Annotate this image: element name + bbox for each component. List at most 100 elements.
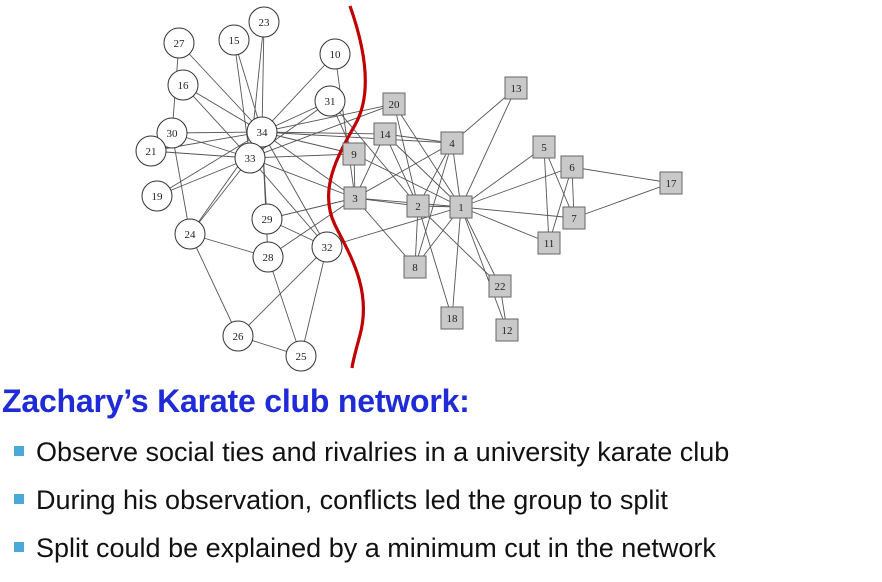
right-group-node: 8 [403,255,427,279]
right-group-node: 20 [382,92,406,116]
bullet-text: Split could be explained by a minimum cu… [36,533,716,563]
left-group-node: 30 [156,117,188,149]
network-edge [460,206,508,331]
network-edge [233,39,251,159]
node-label: 26 [233,331,245,343]
node-label: 20 [389,99,401,111]
node-label: 21 [146,146,157,158]
network-edge [189,233,239,337]
bullet-text: Observe social ties and rivalries in a u… [36,437,730,467]
node-square [504,76,528,100]
network-edge [393,103,419,207]
right-group-node: 5 [532,135,556,159]
node-label: 19 [152,191,164,203]
node-label: 8 [412,262,418,274]
left-group-node: 28 [252,241,284,273]
network-edge [460,206,550,244]
network-edge [261,131,453,144]
node-square [382,92,406,116]
node-circle [314,85,346,117]
node-square [659,171,683,195]
left-group-node: 27 [163,27,195,59]
bullet-item: Split could be explained by a minimum cu… [14,531,729,579]
node-label: 6 [569,162,575,174]
node-circle [174,218,206,250]
network-edge [393,103,462,208]
right-group-node: 14 [373,122,397,146]
node-label: 25 [296,351,308,363]
network-edge [334,53,356,199]
node-label: 34 [257,127,269,139]
node-label: 28 [263,252,275,264]
right-group-node: 17 [659,171,683,195]
bullet-text: During his observation, conflicts led th… [36,485,668,515]
node-label: 15 [229,35,241,47]
network-edge [249,153,355,159]
network-edge [354,142,453,199]
node-label: 32 [322,242,333,254]
right-group-node: 18 [440,306,464,330]
node-circle [246,116,278,148]
node-circle [311,231,343,263]
network-edge [460,87,517,208]
node-label: 23 [259,17,271,29]
node-circle [222,320,254,352]
network-edge [261,131,386,135]
left-group-node: 31 [314,85,346,117]
node-circle [163,27,195,59]
node-label: 11 [544,238,555,250]
node-label: 18 [447,313,459,325]
left-group-node: 10 [319,38,351,70]
left-group-node: 26 [222,320,254,352]
node-label: 22 [495,281,506,293]
node-circle [135,135,167,167]
node-label: 31 [325,96,336,108]
node-circle [218,24,250,56]
node-square [449,195,473,219]
left-group-node: 29 [251,203,283,235]
node-square [342,142,366,166]
bullet-list: Observe social ties and rivalries in a u… [14,435,729,579]
node-label: 9 [351,149,357,161]
network-edge [261,131,328,248]
node-label: 7 [571,213,577,225]
right-group-node: 13 [504,76,528,100]
network-edge [329,100,419,207]
network-edge [548,166,573,244]
network-edge [267,256,302,357]
right-group-node: 2 [406,194,430,218]
minimum-cut-line [326,5,367,369]
right-group-node: 12 [495,318,519,342]
node-circle [252,241,284,273]
bullet-square-icon [14,542,24,552]
node-label: 2 [415,201,421,213]
left-group-node: 32 [311,231,343,263]
node-label: 4 [449,138,455,150]
right-group-node: 4 [440,131,464,155]
right-group-node: 11 [537,231,561,255]
node-square [406,194,430,218]
node-circle [141,180,173,212]
network-edge [249,157,356,199]
right-group-node: 3 [343,186,367,210]
node-square [560,155,584,179]
node-label: 10 [330,49,342,61]
network-edge [261,131,355,155]
network-edge [384,133,462,208]
network-edge [543,146,575,219]
network-edge [261,131,356,199]
network-edge [189,157,251,235]
node-square [373,122,397,146]
left-group-node: 24 [174,218,206,250]
right-group-node: 7 [562,206,586,230]
network-edge [249,103,395,159]
node-label: 16 [178,80,190,92]
node-square [343,186,367,210]
left-group-node: 16 [167,69,199,101]
bullet-square-icon [14,494,24,504]
network-edge [571,166,672,184]
right-group-node: 1 [449,195,473,219]
network-edge [300,246,328,357]
